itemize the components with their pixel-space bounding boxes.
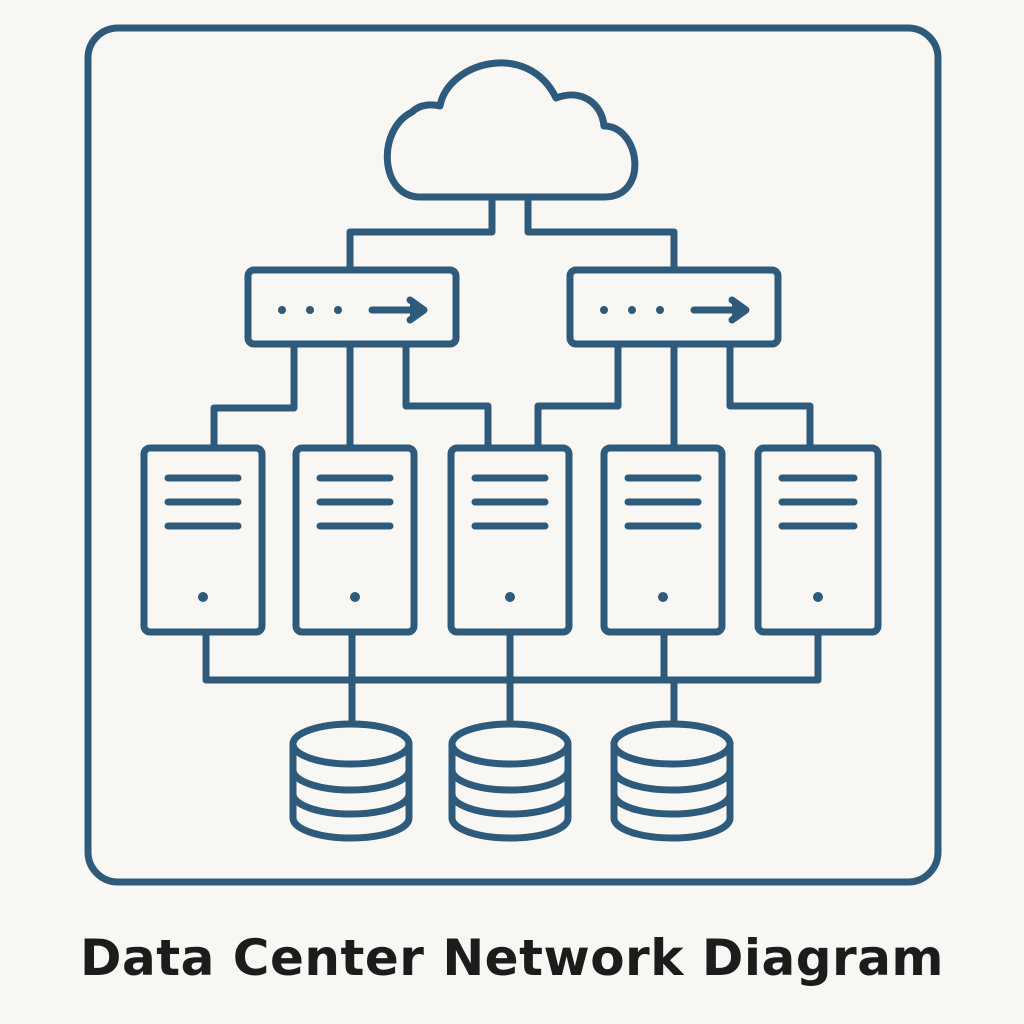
- database-icon: [610, 720, 734, 842]
- server-icon: [600, 444, 726, 636]
- database-icon: [448, 720, 572, 842]
- server-icon: [447, 444, 573, 636]
- cloud-switch-links: [346, 193, 678, 272]
- switch-icon: [566, 266, 782, 348]
- switch-server-links: [210, 340, 814, 450]
- switch-icon: [244, 266, 460, 348]
- diagram-title: Data Center Network Diagram: [79, 929, 945, 987]
- server-icon: [140, 444, 266, 636]
- server-icon: [292, 444, 418, 636]
- database-icon: [289, 720, 413, 842]
- cloud-icon: [383, 59, 639, 201]
- diagram-frame: [84, 24, 942, 886]
- server-icon: [754, 444, 882, 636]
- storage-bus: [202, 628, 822, 728]
